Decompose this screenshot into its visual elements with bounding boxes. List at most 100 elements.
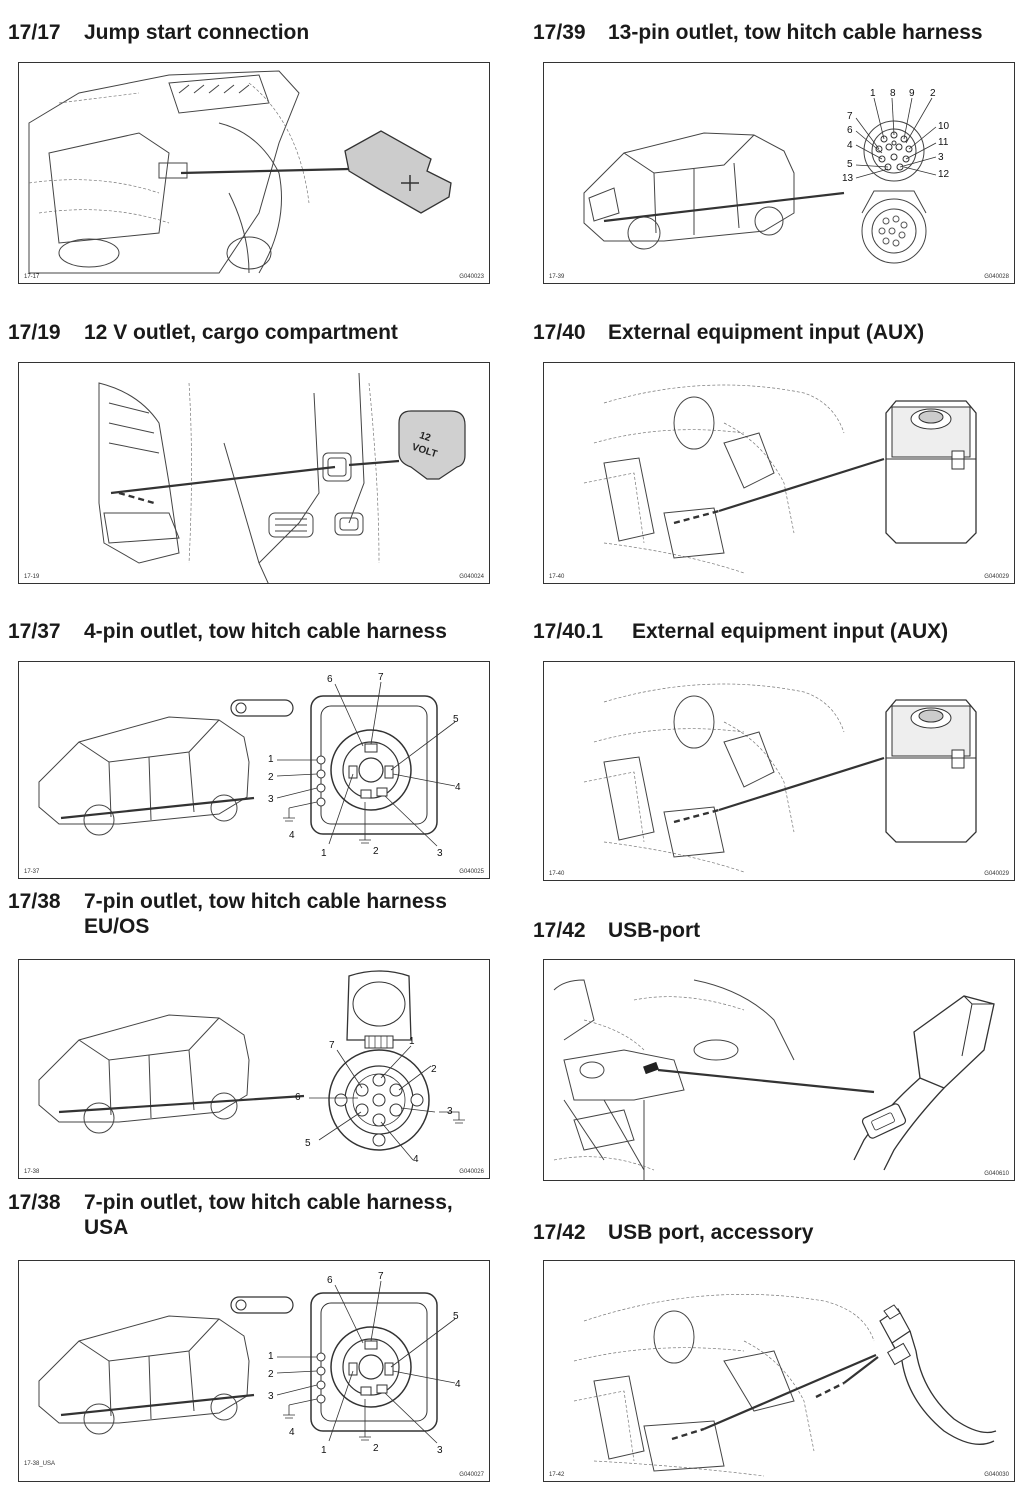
pin-label: 3 (938, 152, 944, 163)
twelve-volt-illustration: 12 VOLT (98, 372, 466, 583)
section-title: USB-port (608, 919, 701, 942)
usb-socket-icon (643, 1061, 659, 1075)
aux-socket-icon (885, 699, 977, 843)
panel-12v-outlet: 12 VOLT 17-19 G040024 (18, 362, 490, 584)
title-line-1: 7-pin outlet, tow hitch cable harness, (84, 1191, 453, 1214)
pin-label: 3 (447, 1106, 453, 1117)
pin-label: 6 (327, 1275, 333, 1286)
aux-illustration-2 (583, 683, 977, 873)
figure-code: G040027 (459, 1472, 484, 1478)
panel-7-pin-usa: 6 7 5 1 2 3 4 4 1 2 3 17-38_USA G040027 (18, 1260, 490, 1482)
figure-code: G040025 (459, 869, 484, 875)
pin-label: 4 (455, 782, 461, 793)
figure-ref: 17-40 (549, 871, 565, 877)
twelve-volt-cap-icon (398, 410, 466, 480)
section-title: 7-pin outlet, tow hitch cable harness,US… (84, 1190, 453, 1240)
figure-code: G040610 (984, 1171, 1009, 1177)
panel-usb: G040610 (543, 959, 1015, 1181)
pin-label: 4 (455, 1379, 461, 1390)
aux-socket-icon (885, 400, 977, 544)
pin-label: 6 (847, 125, 853, 136)
figure-ref: 17-19 (24, 574, 40, 580)
usb-accessory-illustration (573, 1294, 997, 1477)
four-pin-socket-icon (230, 695, 438, 835)
pin-label: 5 (305, 1138, 311, 1149)
section-title: Jump start connection (84, 21, 310, 44)
figure-code: G040024 (459, 574, 484, 580)
panel-aux-2: 17-40 G040029 (543, 661, 1015, 881)
usb-plug-icon (879, 1304, 997, 1445)
figure-code: G040026 (459, 1169, 484, 1175)
pin-label: 2 (930, 88, 936, 99)
section-title: External equipment input (AUX) (608, 321, 925, 344)
pin-label: 4 (847, 140, 853, 151)
heading-usb-accessory: 17/42 USB port, accessory (533, 1220, 813, 1245)
figure-ref: 17-37 (24, 869, 40, 875)
heading-aux-2: 17/40.1 External equipment input (AUX) (533, 619, 948, 644)
pin-label: 7 (378, 672, 384, 683)
pin-label: 12 (938, 169, 950, 180)
section-title: USB port, accessory (608, 1221, 814, 1244)
positive-terminal-cover-icon (344, 130, 452, 214)
pin-label: 1 (870, 88, 876, 99)
jump-start-illustration (28, 70, 452, 274)
pin-label: 8 (890, 88, 896, 99)
pin-label: 2 (373, 846, 379, 857)
pin-label: 5 (453, 1311, 459, 1322)
figure-ref: 17-40 (549, 574, 565, 580)
title-line-1: 7-pin outlet, tow hitch cable harness (84, 890, 447, 913)
heading-7-pin-eu: 17/38 7-pin outlet, tow hitch cable harne… (8, 889, 447, 939)
section-number: 17/38 (8, 1191, 61, 1214)
pin-label: 1 (268, 754, 274, 765)
panel-jump-start: 17-17 G040023 (18, 62, 490, 284)
figure-code: G040030 (984, 1472, 1009, 1478)
section-title: External equipment input (AUX) (632, 620, 949, 643)
pin-label: 4 (289, 830, 295, 841)
section-number: 17/38 (8, 890, 61, 913)
pin-label: 7 (847, 111, 853, 122)
seven-pin-usa-illustration: 6 7 5 1 2 3 4 4 1 2 3 (38, 1271, 461, 1456)
pin-label: 3 (437, 848, 443, 859)
seven-pin-usa-socket-icon (230, 1292, 438, 1432)
heading-7-pin-usa: 17/38 7-pin outlet, tow hitch cable harne… (8, 1190, 453, 1240)
pin-label: 6 (295, 1092, 301, 1103)
aux-illustration (583, 384, 977, 574)
pin-label: 1 (409, 1036, 415, 1047)
pin-label: 3 (268, 794, 274, 805)
usb-port-illustration (553, 979, 995, 1180)
pin-label: 4 (289, 1427, 295, 1438)
figure-code: G040023 (459, 274, 484, 280)
thirteen-pin-socket-icon (863, 120, 925, 182)
thirteen-pin-illustration: 1 8 9 2 7 10 6 11 4 3 5 12 13 (583, 88, 950, 264)
panel-13-pin: 1 8 9 2 7 10 6 11 4 3 5 12 13 17-39 G040… (543, 62, 1015, 284)
pin-label: 7 (378, 1271, 384, 1282)
section-number: 17/42 (533, 919, 586, 942)
cap-label: 12 (418, 430, 432, 444)
pin-label: 2 (431, 1064, 437, 1075)
pin-label: 4 (413, 1154, 419, 1165)
pin-label: 2 (268, 1369, 274, 1380)
panel-4-pin: 6 7 5 1 2 3 4 4 1 2 3 17-37 G040025 (18, 661, 490, 879)
section-number: 17/19 (8, 321, 61, 344)
section-number: 17/40.1 (533, 620, 604, 643)
pin-label: 13 (842, 173, 854, 184)
panel-usb-accessory: 17-42 G040030 (543, 1260, 1015, 1482)
pin-label: 5 (847, 159, 853, 170)
title-line-2: USA (84, 1216, 129, 1239)
section-number: 17/42 (533, 1221, 586, 1244)
title-line-2: EU/OS (84, 915, 150, 938)
pin-label: 1 (268, 1351, 274, 1362)
figure-ref: 17-39 (549, 274, 565, 280)
pin-label: 9 (909, 88, 915, 99)
pin-label: 6 (327, 674, 333, 685)
pin-label: 1 (321, 848, 327, 859)
figure-ref: 17-38_USA (24, 1461, 56, 1467)
heading-4-pin: 17/37 4-pin outlet, tow hitch cable harne… (8, 619, 447, 644)
section-title: 4-pin outlet, tow hitch cable harness (84, 620, 447, 643)
section-number: 17/37 (8, 620, 61, 643)
